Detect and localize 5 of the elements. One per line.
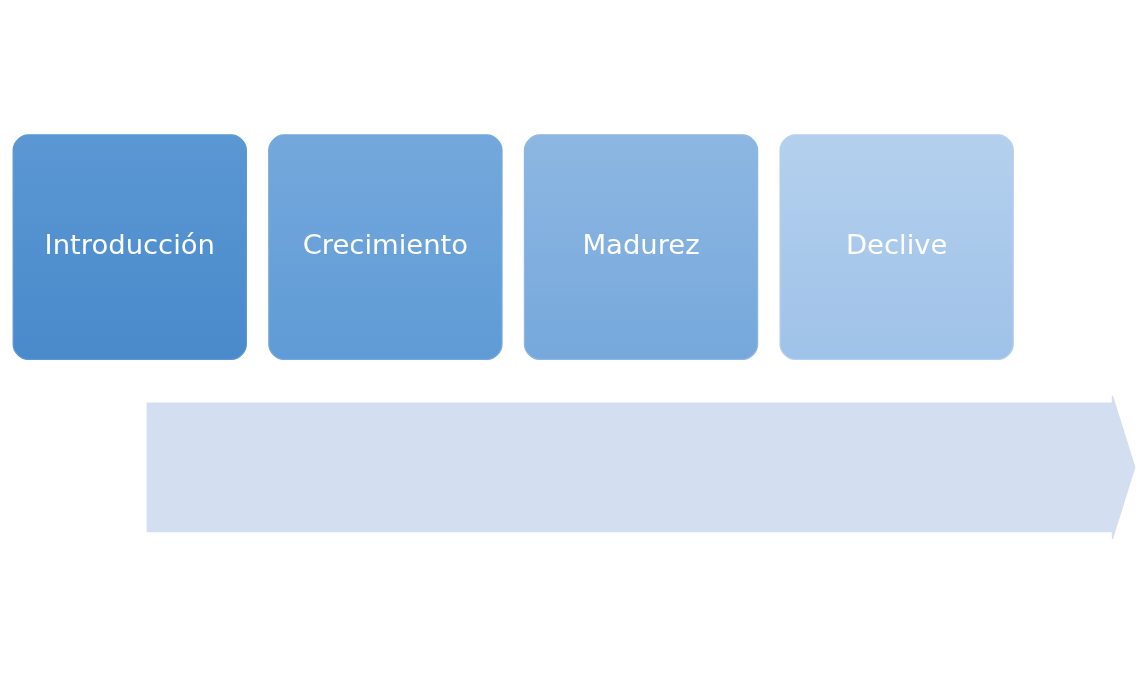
node-box: Introducción xyxy=(12,134,247,361)
node-box: Madurez xyxy=(523,134,759,361)
node-arrow xyxy=(146,395,1136,540)
node-box: Crecimiento xyxy=(268,134,503,361)
node-box: Declive xyxy=(779,134,1014,361)
